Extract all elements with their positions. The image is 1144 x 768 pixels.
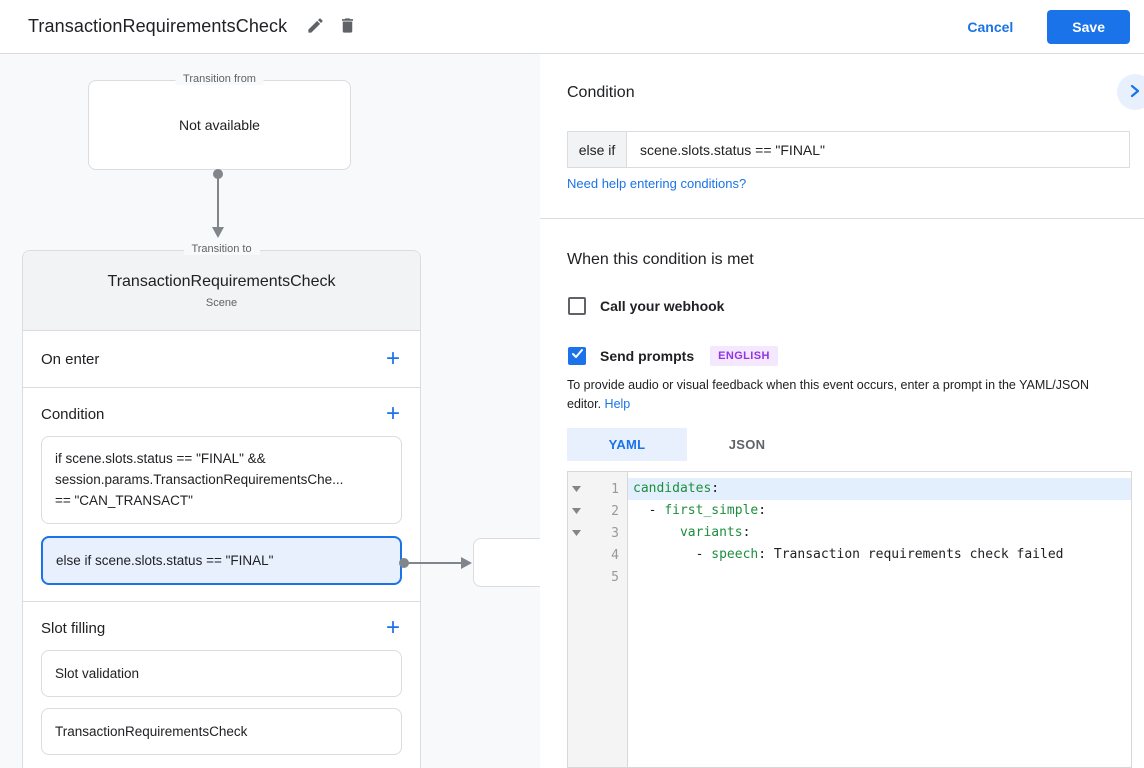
collapse-panel-button[interactable] [1117,74,1144,110]
tab-yaml[interactable]: YAML [567,428,687,461]
top-bar: TransactionRequirementsCheck Cancel Save [0,0,1144,54]
gutter-line: 1 [568,478,627,500]
section-divider [23,387,420,388]
scene-name: TransactionRequirementsCheck [107,273,336,290]
save-button[interactable]: Save [1047,9,1130,44]
language-badge: ENGLISH [710,346,778,366]
on-enter-label: On enter [41,350,100,368]
prompt-help-link[interactable]: Help [604,397,631,412]
line-number: 2 [611,503,619,519]
panel-title: Condition [567,84,635,101]
right-arrow-connector [399,557,472,569]
scene-card: Transition to TransactionRequirementsChe… [22,243,421,768]
transition-from-legend: Transition from [175,73,264,85]
call-webhook-label: Call your webhook [600,298,725,314]
panel-divider [540,218,1144,219]
when-condition-met-title: When this condition is met [567,251,754,268]
add-condition-button[interactable]: + [385,400,400,427]
send-prompts-row: Send prompts ENGLISH [568,346,778,366]
on-enter-section[interactable]: On enter + [23,331,420,387]
condition-item-2-selected[interactable]: else if scene.slots.status == "FINAL" [41,536,402,585]
line-number: 3 [611,525,619,541]
line-number: 4 [611,547,619,563]
scene-card-header: TransactionRequirementsCheck Scene [23,251,420,331]
gutter-line: 4 [568,544,627,566]
scene-type-label: Scene [205,297,238,309]
condition-item-1-line: == "CAN_TRANSACT" [55,493,193,508]
code-line: candidates: [628,478,1131,500]
gutter-line: 5 [568,566,627,588]
yaml-code-editor[interactable]: 1 2 3 4 5 can [567,471,1132,768]
slot-item-label: Slot validation [55,666,140,681]
condition-item-1-line: session.params.TransactionRequirementsCh… [55,472,344,487]
page-title: TransactionRequirementsCheck [28,16,288,36]
condition-item-1[interactable]: if scene.slots.status == "FINAL" && sess… [41,436,402,524]
edit-title-button[interactable] [299,11,331,43]
section-divider [23,601,420,602]
trash-icon [338,16,357,38]
code-line [628,566,1131,588]
transition-target-box[interactable] [473,538,540,587]
editor-gutter: 1 2 3 4 5 [568,472,628,767]
scene-flow-canvas: Transition from Not available Transition… [0,54,540,768]
editor-format-tabs: YAML JSON [567,428,807,461]
condition-detail-panel: Condition else if Need help entering con… [540,54,1144,768]
delete-scene-button[interactable] [331,11,363,43]
condition-item-2-text: else if scene.slots.status == "FINAL" [56,553,274,568]
slot-item-validation[interactable]: Slot validation [41,650,402,697]
condition-section-header: Condition + [23,388,420,436]
send-prompts-label: Send prompts [600,348,695,364]
condition-section-label: Condition [41,405,105,423]
line-number: 1 [611,481,619,497]
condition-expression-group: else if [567,131,1130,168]
call-webhook-row: Call your webhook [568,297,724,315]
spacer [23,585,420,601]
checkmark-icon [571,347,584,365]
cancel-button[interactable]: Cancel [967,18,1014,35]
slot-item-label: TransactionRequirementsCheck [55,724,248,739]
slot-filling-label: Slot filling [41,619,106,637]
code-line: - first_simple: [633,503,767,518]
chevron-right-icon [1128,84,1142,101]
prompt-description: To provide audio or visual feedback when… [567,376,1113,415]
transition-from-box[interactable]: Transition from Not available [88,73,351,170]
transition-from-content: Not available [179,117,260,133]
send-prompts-checkbox[interactable] [568,347,586,365]
slot-filling-section-header: Slot filling + [23,602,420,650]
fold-arrow-icon[interactable] [568,486,584,492]
transition-to-legend: Transition to [183,243,260,255]
condition-item-1-line: if scene.slots.status == "FINAL" && [55,451,266,466]
call-webhook-checkbox[interactable] [568,297,586,315]
add-on-enter-button[interactable]: + [385,345,400,372]
editor-content[interactable]: candidates: - first_simple: variants: - … [628,472,1131,767]
gutter-line: 2 [568,500,627,522]
conditions-help-link[interactable]: Need help entering conditions? [567,176,747,191]
down-arrow-connector [212,169,224,238]
line-number: 5 [611,569,619,585]
gutter-line: 3 [568,522,627,544]
slot-item-transaction[interactable]: TransactionRequirementsCheck [41,708,402,755]
code-line: variants: [679,525,751,540]
prompt-description-text: To provide audio or visual feedback when… [567,378,1090,412]
fold-arrow-icon[interactable] [568,508,584,514]
condition-expression-input[interactable] [627,132,1129,167]
fold-arrow-icon[interactable] [568,530,584,536]
else-if-prefix: else if [568,132,627,167]
pencil-icon [306,16,325,38]
code-line: - speech: Transaction requirements check… [633,547,1064,562]
add-slot-button[interactable]: + [385,614,400,641]
tab-json[interactable]: JSON [687,428,807,461]
